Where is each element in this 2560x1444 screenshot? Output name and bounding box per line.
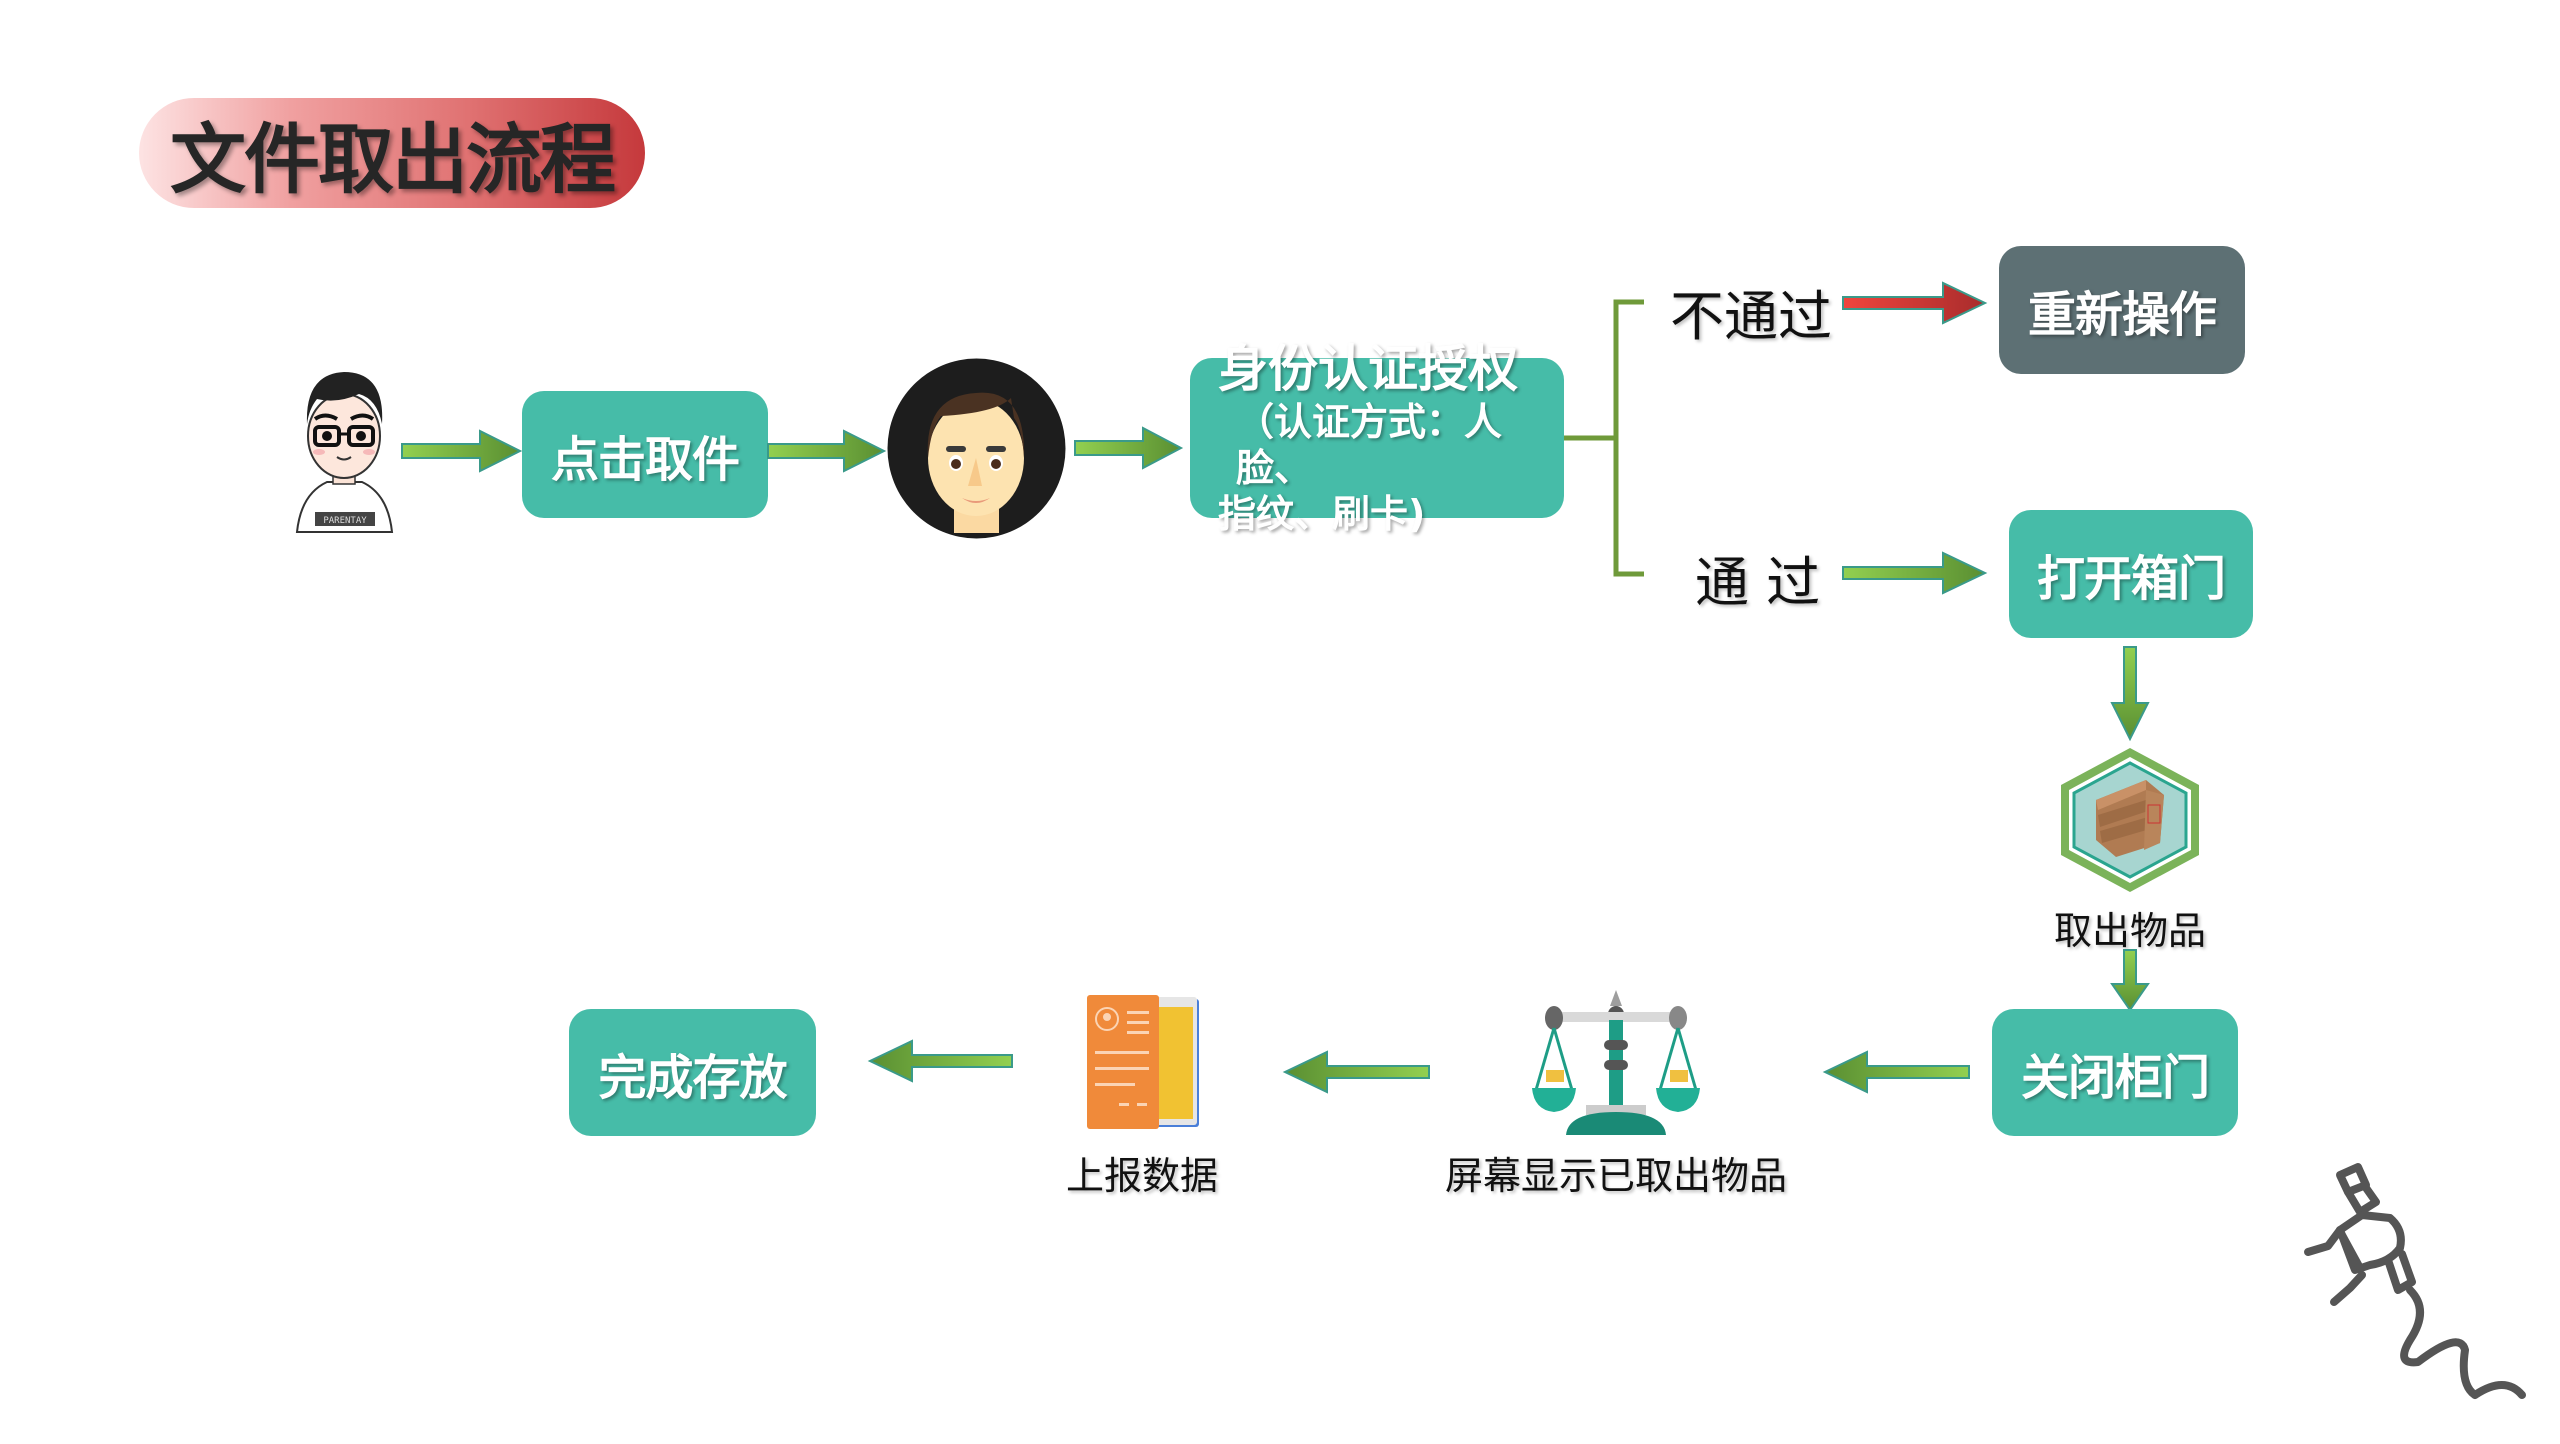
close-door-label: 关闭柜门 <box>2020 1049 2210 1106</box>
take-out-label: 取出物品 <box>2053 909 2206 953</box>
close-door-button[interactable]: 关闭柜门 <box>1992 1009 2238 1136</box>
branch-bracket <box>1564 298 1644 584</box>
arrow-left <box>867 1039 1014 1087</box>
arrow-right <box>1842 551 1988 599</box>
arrow-left <box>1282 1050 1431 1098</box>
open-door-label: 打开箱门 <box>2036 551 2226 607</box>
screen-display-label: 屏幕显示已取出物品 <box>1444 1154 1787 1198</box>
auth-title: 身份认证授权 <box>1218 340 1518 398</box>
arrow-right <box>1074 426 1184 474</box>
click-retrieve-button[interactable]: 点击取件 <box>522 391 768 518</box>
svg-text:PARENTAY: PARENTAY <box>323 516 367 526</box>
arrow-right-red <box>1842 281 1988 329</box>
open-door-button[interactable]: 打开箱门 <box>2009 510 2253 638</box>
arrow-right <box>401 429 523 477</box>
auth-methods-line1: （认证方式：人脸、 <box>1236 400 1503 490</box>
auth-methods-line2: 指纹、刷卡) <box>1218 492 1426 536</box>
file-boxes-icon <box>2056 745 2204 895</box>
arrow-right <box>767 429 887 477</box>
hand-pen-icon <box>2300 1150 2560 1440</box>
finish-storage-button[interactable]: 完成存放 <box>569 1009 816 1136</box>
fail-label: 不通过 <box>1670 285 1832 348</box>
user-avatar-icon: PARENTAY <box>287 364 402 534</box>
scale-icon <box>1526 990 1707 1135</box>
face-recognition-icon <box>886 358 1067 539</box>
retry-button[interactable]: 重新操作 <box>1999 246 2245 374</box>
arrow-down <box>2110 646 2150 745</box>
arrow-down <box>2110 949 2150 1016</box>
retry-label: 重新操作 <box>2027 287 2217 343</box>
identity-auth-step[interactable]: 身份认证授权 （认证方式：人脸、 指纹、刷卡) <box>1190 340 1564 536</box>
step-label: 点击取件 <box>550 431 740 488</box>
arrow-left <box>1822 1050 1971 1098</box>
finish-label: 完成存放 <box>598 1049 787 1106</box>
page-title: 文件取出流程 <box>170 115 616 204</box>
document-icon <box>1083 993 1203 1133</box>
report-data-label: 上报数据 <box>1065 1154 1218 1198</box>
pass-label: 通 过 <box>1695 551 1821 614</box>
title-banner: 文件取出流程 <box>139 98 645 208</box>
